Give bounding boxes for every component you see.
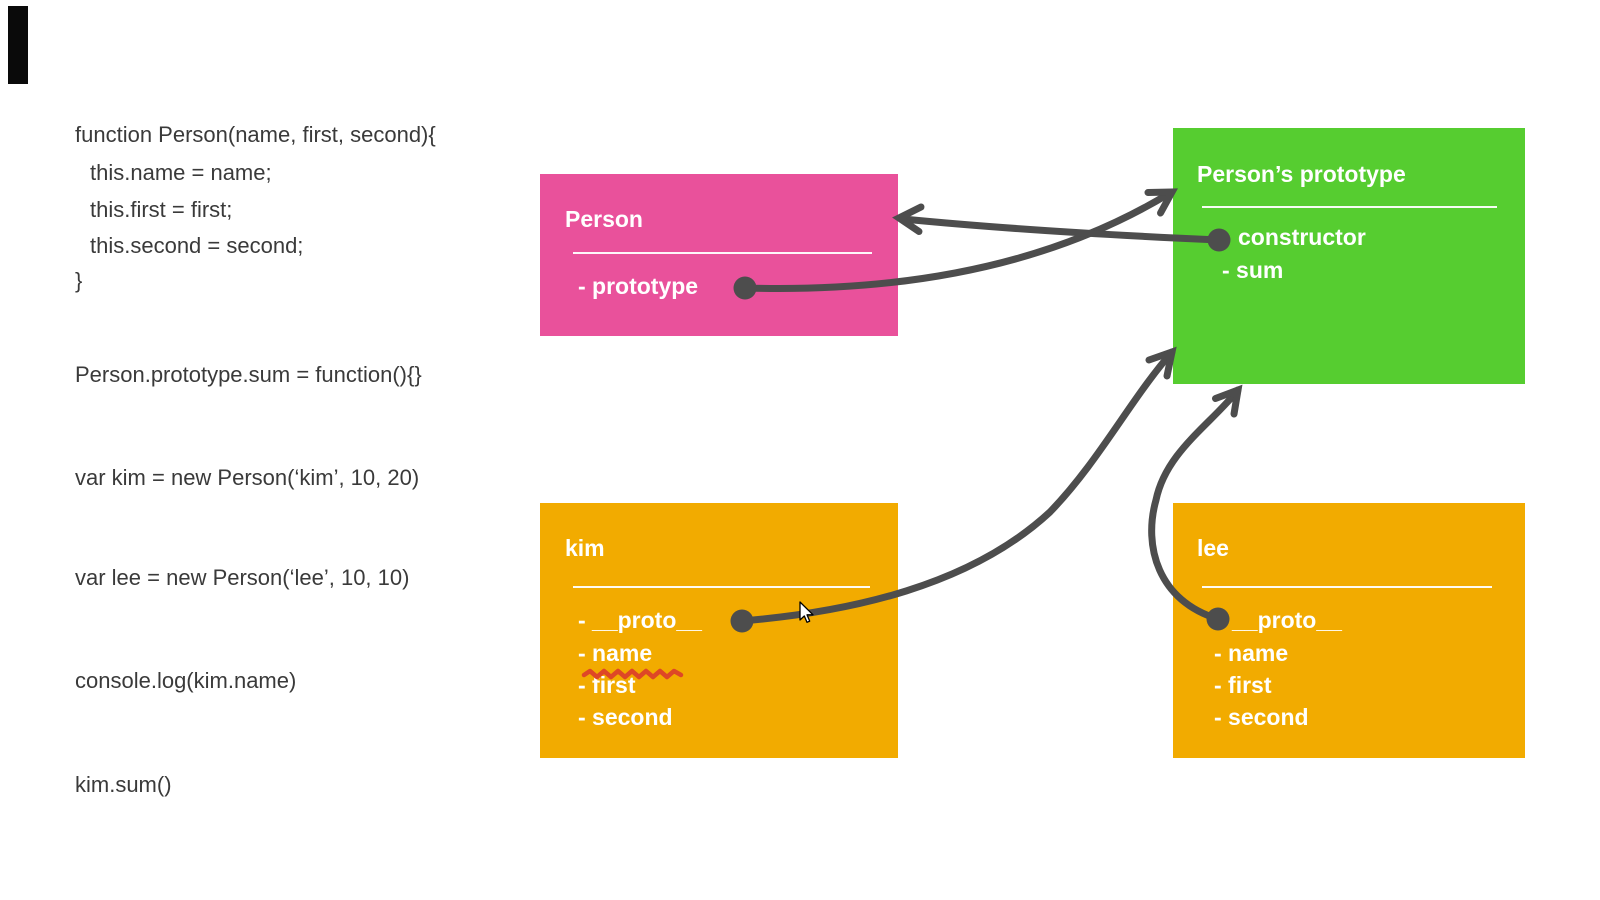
lee-second-property: - second xyxy=(1214,704,1309,730)
kim-name-property: - name xyxy=(578,640,653,666)
code-line: var kim = new Person(‘kim’, 10, 20) xyxy=(75,465,420,490)
arrowhead-into-persons-prototype-top xyxy=(1144,188,1178,217)
arrow-constructor-to-person xyxy=(899,215,1223,244)
code-line: var lee = new Person(‘lee’, 10, 10) xyxy=(75,565,410,590)
kim-box: kim - __proto__ - name - first - second xyxy=(540,503,898,758)
separator-line xyxy=(1202,586,1492,588)
person-prototype-property: - prototype xyxy=(578,273,699,299)
persons-prototype-box: Person’s prototype constructor - sum xyxy=(1173,128,1525,384)
code-line: console.log(kim.name) xyxy=(75,668,297,693)
constructor-property: constructor xyxy=(1238,224,1366,250)
lee-box-title: lee xyxy=(1197,535,1229,561)
kim-second-property: - second xyxy=(578,704,673,730)
persons-prototype-box-title: Person’s prototype xyxy=(1197,161,1406,187)
code-line: kim.sum() xyxy=(75,772,172,797)
person-box: Person - prototype xyxy=(540,174,898,336)
arrowhead-into-person xyxy=(892,203,925,235)
separator-line xyxy=(573,586,870,588)
black-bar xyxy=(8,6,28,84)
code-line: this.first = first; xyxy=(90,197,233,222)
kim-first-property: - first xyxy=(578,672,636,698)
lee-first-property: - first xyxy=(1214,672,1272,698)
code-line: } xyxy=(75,268,83,293)
lee-name-property: - name xyxy=(1214,640,1289,666)
code-line: this.second = second; xyxy=(90,233,304,258)
kim-box-title: kim xyxy=(565,535,605,561)
code-line: this.name = name; xyxy=(90,160,272,185)
arrowhead-into-persons-prototype-bottom xyxy=(1212,384,1243,418)
arrowhead-into-persons-prototype-left xyxy=(1145,346,1177,380)
person-box-title: Person xyxy=(565,206,643,232)
sum-property: - sum xyxy=(1222,257,1284,283)
lee-proto-property: __proto__ xyxy=(1232,607,1342,633)
separator-line xyxy=(1202,206,1497,208)
code-line: Person.prototype.sum = function(){} xyxy=(75,362,422,387)
lee-box: lee __proto__ - name - first - second xyxy=(1173,503,1525,758)
code-line: function Person(name, first, second){ xyxy=(75,122,436,147)
kim-proto-property: - __proto__ xyxy=(578,607,702,633)
separator-line xyxy=(573,252,872,254)
